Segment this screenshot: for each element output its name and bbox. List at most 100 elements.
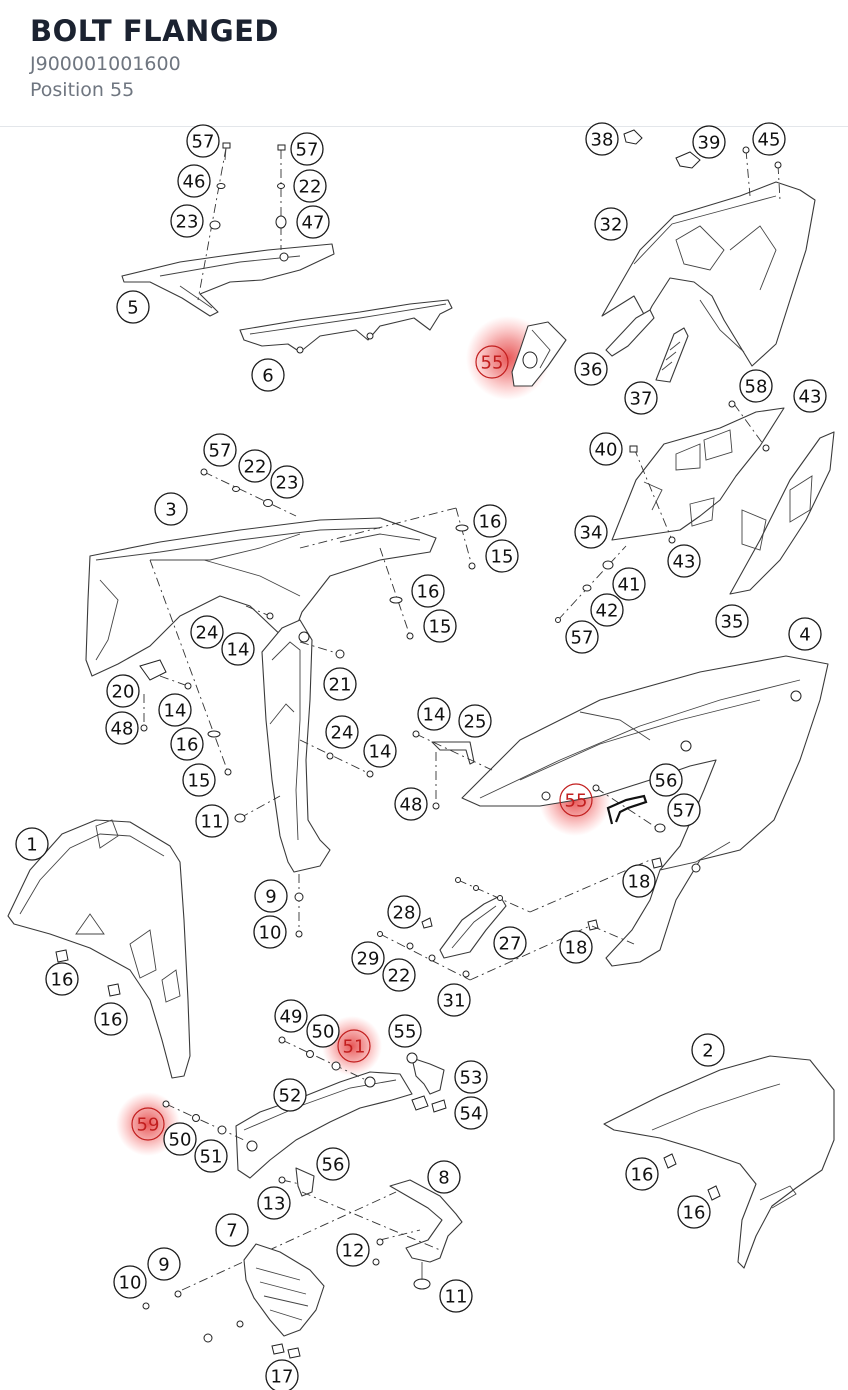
callout-51[interactable]: 51	[194, 1139, 228, 1173]
callout-16[interactable]: 16	[411, 574, 445, 608]
callout-40[interactable]: 40	[589, 432, 623, 466]
callout-ring	[485, 539, 519, 573]
callout-48[interactable]: 48	[394, 787, 428, 821]
callout-24[interactable]: 24	[325, 715, 359, 749]
callout-16[interactable]: 16	[473, 504, 507, 538]
callout-25[interactable]: 25	[458, 704, 492, 738]
callout-36[interactable]: 36	[574, 352, 608, 386]
callout-9[interactable]: 9	[254, 879, 288, 913]
callout-22[interactable]: 22	[238, 449, 272, 483]
callout-41[interactable]: 41	[612, 567, 646, 601]
callout-label: 53	[460, 1068, 483, 1089]
callout-57[interactable]: 57	[667, 793, 701, 827]
callout-ring	[337, 1029, 371, 1063]
callout-52[interactable]: 52	[273, 1078, 307, 1112]
callout-3[interactable]: 3	[154, 492, 188, 526]
callout-8[interactable]: 8	[427, 1160, 461, 1194]
callout-59-highlighted[interactable]: 59	[131, 1107, 165, 1141]
callout-5[interactable]: 5	[116, 290, 150, 324]
callout-9[interactable]: 9	[147, 1247, 181, 1281]
callout-28[interactable]: 28	[387, 895, 421, 929]
callout-11[interactable]: 11	[439, 1279, 473, 1313]
callout-10[interactable]: 10	[113, 1265, 147, 1299]
callout-label: 18	[565, 938, 588, 959]
callout-54[interactable]: 54	[454, 1096, 488, 1130]
callout-53[interactable]: 53	[454, 1060, 488, 1094]
callout-17[interactable]: 17	[265, 1359, 299, 1390]
callout-51-highlighted[interactable]: 51	[337, 1029, 371, 1063]
callout-29[interactable]: 29	[351, 941, 385, 975]
callout-22[interactable]: 22	[382, 958, 416, 992]
callout-58[interactable]: 58	[739, 369, 773, 403]
callout-55-highlighted[interactable]: 55	[475, 345, 509, 379]
callout-label: 56	[655, 771, 678, 792]
callout-14[interactable]: 14	[221, 632, 255, 666]
callout-1[interactable]: 1	[15, 827, 49, 861]
callout-38[interactable]: 38	[585, 122, 619, 156]
callout-43[interactable]: 43	[793, 379, 827, 413]
callout-21[interactable]: 21	[323, 667, 357, 701]
callout-18[interactable]: 18	[622, 864, 656, 898]
callout-label: 24	[196, 623, 219, 644]
callout-16[interactable]: 16	[677, 1195, 711, 1229]
callout-50[interactable]: 50	[306, 1014, 340, 1048]
callout-43[interactable]: 43	[667, 544, 701, 578]
callout-15[interactable]: 15	[423, 609, 457, 643]
callout-31[interactable]: 31	[437, 983, 471, 1017]
callout-39[interactable]: 39	[692, 125, 726, 159]
callout-label: 16	[631, 1165, 654, 1186]
callout-56[interactable]: 56	[316, 1147, 350, 1181]
callout-55[interactable]: 55	[388, 1014, 422, 1048]
callout-16[interactable]: 16	[170, 727, 204, 761]
callout-57[interactable]: 57	[203, 433, 237, 467]
hardware-16-right	[663, 1153, 721, 1201]
callout-32[interactable]: 32	[594, 207, 628, 241]
callout-16[interactable]: 16	[625, 1157, 659, 1191]
callout-ring	[590, 593, 624, 627]
callout-50[interactable]: 50	[163, 1122, 197, 1156]
callout-56[interactable]: 56	[649, 763, 683, 797]
callout-55-highlighted[interactable]: 55	[559, 783, 593, 817]
callout-11[interactable]: 11	[195, 804, 229, 838]
callout-34[interactable]: 34	[574, 515, 608, 549]
callout-27[interactable]: 27	[493, 926, 527, 960]
callout-16[interactable]: 16	[45, 962, 79, 996]
hardware-misc-3	[139, 559, 374, 823]
callout-label: 45	[758, 130, 781, 151]
callout-46[interactable]: 46	[177, 164, 211, 198]
callout-12[interactable]: 12	[336, 1233, 370, 1267]
callout-7[interactable]: 7	[215, 1213, 249, 1247]
callout-49[interactable]: 49	[274, 999, 308, 1033]
callout-13[interactable]: 13	[257, 1186, 291, 1220]
callout-label: 4	[799, 625, 810, 646]
callout-18[interactable]: 18	[559, 930, 593, 964]
callout-2[interactable]: 2	[691, 1033, 725, 1067]
callout-23[interactable]: 23	[170, 204, 204, 238]
callout-20[interactable]: 20	[106, 674, 140, 708]
callout-label: 57	[673, 801, 696, 822]
callout-45[interactable]: 45	[752, 122, 786, 156]
callout-ring	[131, 1107, 165, 1141]
callout-14[interactable]: 14	[158, 693, 192, 727]
callout-16[interactable]: 16	[94, 1002, 128, 1036]
callout-23[interactable]: 23	[270, 465, 304, 499]
callout-35[interactable]: 35	[715, 604, 749, 638]
callout-47[interactable]: 47	[296, 205, 330, 239]
callout-14[interactable]: 14	[363, 734, 397, 768]
callout-57[interactable]: 57	[565, 620, 599, 654]
callout-57[interactable]: 57	[290, 132, 324, 166]
callout-4[interactable]: 4	[788, 617, 822, 651]
callout-15[interactable]: 15	[182, 763, 216, 797]
callout-14[interactable]: 14	[417, 697, 451, 731]
callout-22[interactable]: 22	[293, 169, 327, 203]
part-52-bracket	[235, 1071, 413, 1179]
callout-10[interactable]: 10	[253, 915, 287, 949]
callout-6[interactable]: 6	[251, 358, 285, 392]
callout-42[interactable]: 42	[590, 593, 624, 627]
callout-37[interactable]: 37	[624, 381, 658, 415]
callout-48[interactable]: 48	[105, 711, 139, 745]
callout-15[interactable]: 15	[485, 539, 519, 573]
callout-57[interactable]: 57	[186, 124, 220, 158]
callout-24[interactable]: 24	[190, 615, 224, 649]
callout-label: 57	[296, 140, 319, 161]
